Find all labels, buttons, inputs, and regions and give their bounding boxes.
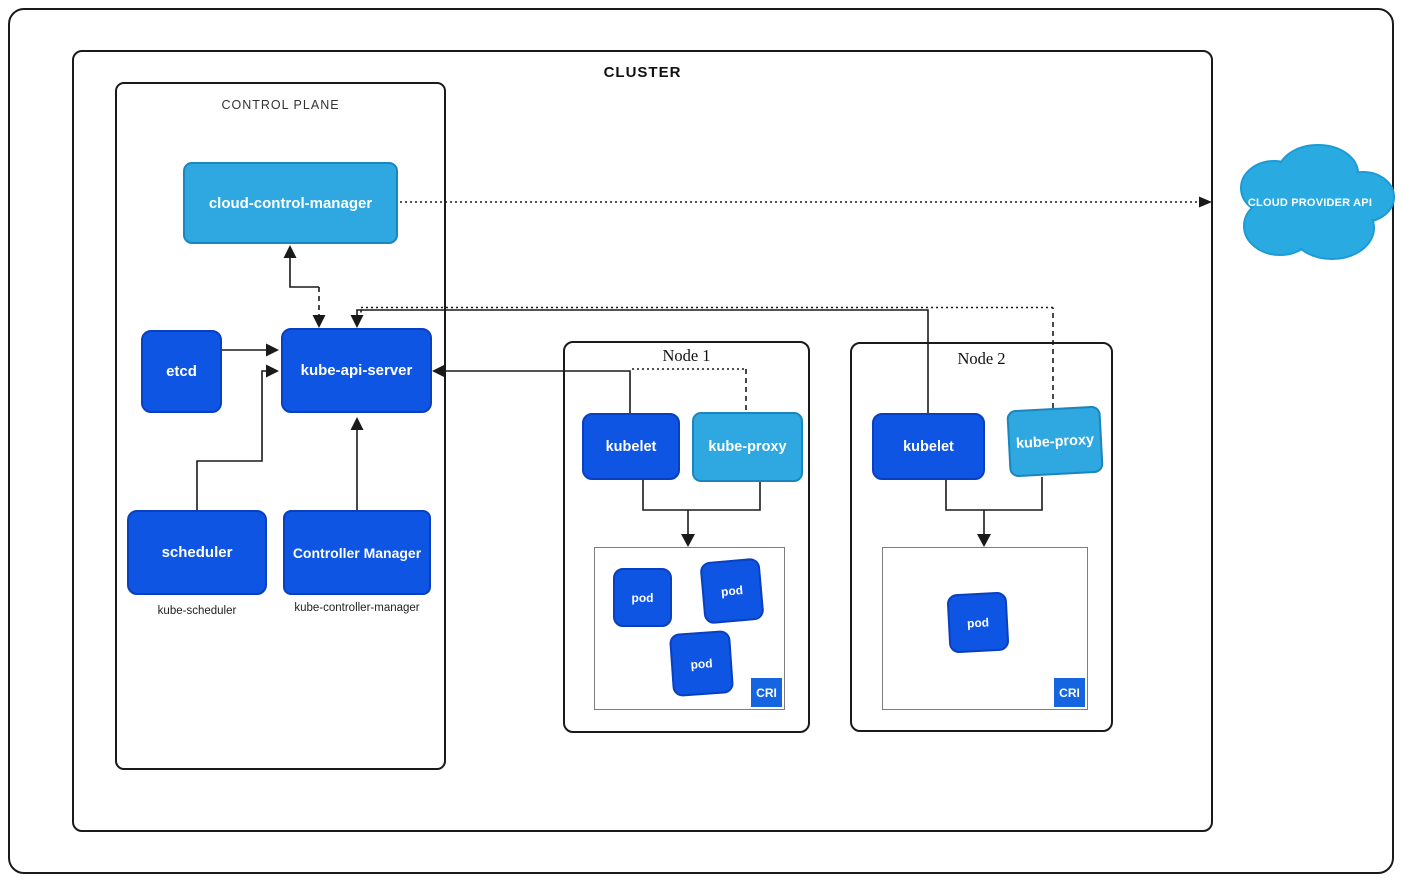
pod-node: pod (668, 629, 735, 698)
cloud-provider-api-shape: CLOUD PROVIDER API (1222, 140, 1398, 266)
cloud-control-manager-label: cloud-control-manager (208, 194, 373, 212)
cloud-icon (1240, 144, 1395, 260)
kube-api-server-label: kube-api-server (300, 362, 413, 379)
etcd-node: etcd (141, 330, 222, 413)
cloud-control-manager-node: cloud-control-manager (183, 162, 398, 244)
controller-manager-label: Controller Manager (292, 544, 422, 561)
node-2-kubelet-node: kubelet (872, 413, 985, 480)
node-1-kubelet-node: kubelet (582, 413, 680, 480)
node-1-pods-container: CRI (594, 547, 785, 710)
node-2-cri-badge: CRI (1054, 678, 1085, 707)
node-1-box (563, 341, 810, 733)
scheduler-caption: kube-scheduler (157, 605, 237, 617)
pod-label: pod (720, 583, 744, 599)
scheduler-label: scheduler (161, 544, 233, 561)
pod-label: pod (690, 655, 713, 672)
kubelet-label: kubelet (903, 438, 954, 455)
node-2-kube-proxy-node: kube-proxy (1006, 405, 1104, 478)
cluster-title: CLUSTER (603, 64, 682, 81)
node-2-pods-container: CRI (882, 547, 1088, 710)
pod-node: pod (613, 568, 672, 627)
pod-label: pod (966, 614, 990, 631)
control-plane-box (115, 82, 446, 770)
node-1-cri-badge: CRI (751, 678, 782, 707)
pod-node: pod (699, 557, 765, 625)
node-2-box (850, 342, 1113, 732)
cluster-box (72, 50, 1213, 832)
node-1-title: Node 1 (662, 346, 711, 365)
kubelet-label: kubelet (605, 438, 657, 455)
cloud-provider-api-label: CLOUD PROVIDER API (1247, 197, 1373, 209)
outer-border (8, 8, 1394, 874)
pod-label: pod (631, 590, 654, 605)
controller-manager-caption: kube-controller-manager (294, 602, 420, 614)
control-plane-title: CONTROL PLANE (221, 98, 340, 112)
etcd-label: etcd (166, 363, 197, 380)
node-1-kube-proxy-node: kube-proxy (692, 412, 803, 482)
node-2-title: Node 2 (957, 349, 1006, 368)
scheduler-node: scheduler (127, 510, 267, 595)
pod-node: pod (946, 591, 1010, 654)
kube-api-server-node: kube-api-server (281, 328, 432, 413)
kube-proxy-label: kube-proxy (708, 439, 787, 455)
kube-proxy-label: kube-proxy (1015, 431, 1095, 452)
controller-manager-node: Controller Manager (283, 510, 431, 595)
